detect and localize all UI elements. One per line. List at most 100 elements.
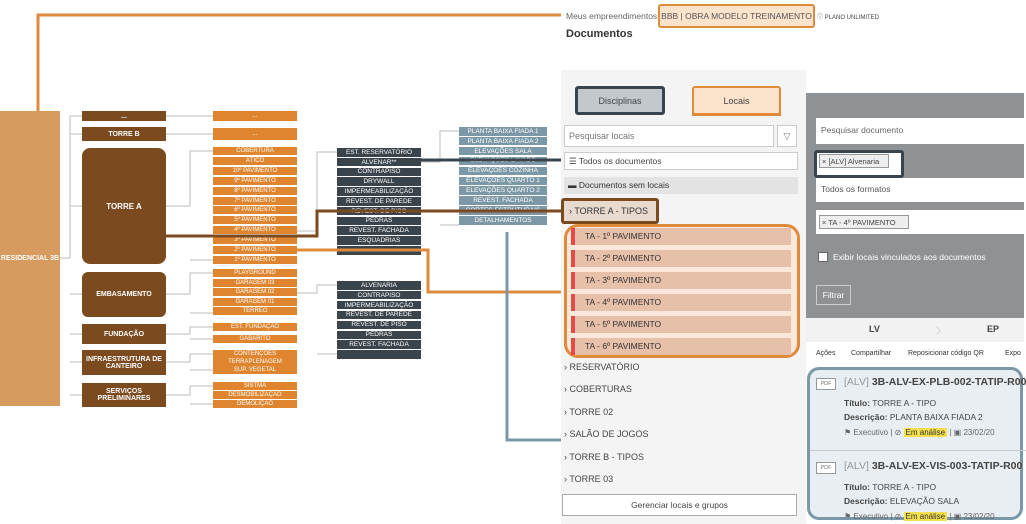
step-ep[interactable]: EP xyxy=(987,324,1000,334)
node-document: PLANTA BAIXA FIADA 2 xyxy=(459,136,547,146)
node-pavimento: 2º PAVIMENTO xyxy=(213,246,297,254)
group-no-loc[interactable]: ▬ Documentos sem locais xyxy=(564,177,798,194)
project-breadcrumb[interactable]: BBB | OBRA MODELO TREINAMENTO xyxy=(658,4,815,28)
action-share[interactable]: Compartilhar xyxy=(851,350,892,357)
pavimento-item[interactable]: TA - 2º PAVIMENTO xyxy=(571,250,791,267)
pavimento-item[interactable]: TA - 1º PAVIMENTO xyxy=(571,228,791,245)
node-infra-item: CONTENÇÕES xyxy=(213,350,297,358)
node-document: ELEVAÇÕES QUARTO 2 xyxy=(459,186,547,195)
node-disciplina: IMPERMEABILIZAÇÃO xyxy=(337,300,421,310)
doc-code[interactable]: [ALV] 3B-ALV-EX-VIS-003-TATIP-R00 xyxy=(844,460,1023,472)
steps-bar xyxy=(806,318,1024,342)
action-acoes[interactable]: Ações xyxy=(816,350,836,357)
tree-item[interactable]: › SALÃO DE JOGOS xyxy=(564,429,649,439)
node-torre-a: TORRE A xyxy=(82,148,166,264)
filter-button[interactable]: Filtrar xyxy=(816,285,851,305)
node-pavimento: 9º PAVIMENTO xyxy=(213,176,297,185)
pavimento-item[interactable]: TA - 6º PAVIMENTO xyxy=(571,338,791,355)
node-disciplina: PEDRAS xyxy=(337,330,421,339)
pdf-icon: PDF xyxy=(816,378,836,390)
doc-desc: Descrição: ELEVAÇÃO SALA xyxy=(844,496,960,506)
tree-item[interactable]: › COBERTURAS xyxy=(564,384,632,394)
action-qr[interactable]: Reposicionar código QR xyxy=(908,350,984,357)
tree-lines xyxy=(60,115,459,405)
node-pavimento: COBERTURA xyxy=(213,147,297,155)
node-disciplina: REVEST. DE PAREDE xyxy=(337,197,421,206)
node-embasamento-item: GARAGEM 01 xyxy=(213,297,297,306)
node-infra: INFRAESTRUTURA DE CANTEIRO xyxy=(82,350,166,375)
tree-item[interactable]: › TORRE 02 xyxy=(564,407,614,417)
breadcrumb[interactable]: Meus empreendimentos > xyxy=(566,11,665,21)
manage-locations-button[interactable]: Gerenciar locais e grupos xyxy=(562,494,797,516)
doc-title: Título: TORRE A - TIPO xyxy=(844,482,937,492)
node-pavimento: ÁTICO xyxy=(213,156,297,165)
node-embasamento-item: PLAYGROUND xyxy=(213,269,297,277)
pavimento-item[interactable]: TA - 5º PAVIMENTO xyxy=(571,316,791,333)
pavimento-item[interactable]: TA - 4º PAVIMENTO xyxy=(571,294,791,311)
chevron-right-icon: › xyxy=(935,319,942,341)
node-pavimento: 1º PAVIMENTO xyxy=(213,255,297,264)
node-embasamento-item: TÉRREO xyxy=(213,307,297,316)
search-input[interactable]: Pesquisar locais xyxy=(564,125,774,147)
node-disciplina: REVEST. DE PISO xyxy=(337,320,421,330)
node-document: ELEVAÇÕES COZINHA xyxy=(459,166,547,176)
divider xyxy=(810,450,1026,451)
node-pavimento: 4º PAVIMENTO xyxy=(213,226,297,235)
doc-search-input[interactable]: Pesquisar documento xyxy=(816,118,1024,144)
node-document: PLANTA BAIXA FIADA 1 xyxy=(459,127,547,136)
node-fundacao-item: GABARITO xyxy=(213,335,297,343)
tree-item-torre-a[interactable]: › TORRE A - TIPOS xyxy=(561,198,659,224)
tab-locais[interactable]: Locais xyxy=(692,86,781,115)
tag-alvenaria[interactable]: × [ALV] Alvenaria xyxy=(819,154,889,168)
plan-badge: ⓘ PLANO UNLIMITED xyxy=(817,15,880,21)
tree-item[interactable]: › RESERVATÓRIO xyxy=(564,362,640,372)
node-pavimento: 8º PAVIMENTO xyxy=(213,186,297,195)
tag-pavimento[interactable]: × TA - 4º PAVIMENTO xyxy=(819,215,909,229)
checkbox-linked[interactable] xyxy=(818,252,828,262)
node-disciplina: REVEST. DE PAREDE xyxy=(337,310,421,320)
node-disciplina: IMPERMEABILIZAÇÃO xyxy=(337,187,421,196)
node-l1: ... xyxy=(82,111,166,121)
node-disciplina: CONTRAPISO xyxy=(337,290,421,300)
node-fundacao-item: EST. FUNDAÇÃO xyxy=(213,323,297,331)
node-document: REVEST. FACHADA xyxy=(459,196,547,205)
node-torre-b: TORRE B xyxy=(82,127,166,141)
doc-desc: Descrição: PLANTA BAIXA FIADA 2 xyxy=(844,412,983,422)
tree-item[interactable]: › TORRE 03 xyxy=(564,474,614,484)
node-disciplina: EST. RESERVATÓRIO xyxy=(337,148,421,157)
app-panel: Meus empreendimentos > BBB | OBRA MODELO… xyxy=(561,0,1026,524)
node-top: ... xyxy=(213,111,297,121)
step-lv[interactable]: LV xyxy=(869,324,880,334)
tab-disciplinas[interactable]: Disciplinas xyxy=(575,86,665,115)
pavimentos-group xyxy=(564,224,800,358)
doc-title: Título: TORRE A - TIPO xyxy=(844,398,937,408)
pavimento-item[interactable]: TA - 3º PAVIMENTO xyxy=(571,272,791,289)
node-fundacao: FUNDAÇÃO xyxy=(82,324,166,344)
checkbox-label: Exibir locais vinculados aos documentos xyxy=(833,252,986,262)
node-document: ELEVAÇÕES SALA xyxy=(459,146,547,156)
node-pavimento: 6º PAVIMENTO xyxy=(213,206,297,215)
node-pavimento: 10º PAVIMENTO xyxy=(213,166,297,175)
tree-item[interactable]: › TORRE B - TIPOS xyxy=(564,452,645,462)
node-top: ... xyxy=(213,128,297,140)
node-disciplina: CONTRAPISO xyxy=(337,167,421,177)
pdf-icon: PDF xyxy=(816,462,836,474)
node-embasamento-item: GARAGEM 03 xyxy=(213,278,297,287)
doc-code[interactable]: [ALV] 3B-ALV-EX-PLB-002-TATIP-R00 xyxy=(844,376,1026,388)
doc-meta: ⚑ Executivo | ⊘ Em análise | ▣ 23/02/20 xyxy=(844,512,995,521)
node-disciplina: ALVENARIA xyxy=(337,281,421,290)
node-servicos-item: SISTMA xyxy=(213,382,297,390)
group-all[interactable]: ☰ Todos os documentos xyxy=(564,152,798,170)
action-export[interactable]: Expo xyxy=(1005,350,1021,357)
node-disciplina: ESQUADRIAS xyxy=(337,236,421,245)
node-disciplina: ALVENAR** xyxy=(337,157,421,167)
node-pavimento: 7º PAVIMENTO xyxy=(213,196,297,205)
node-disciplina: REVEST. FACHADA xyxy=(337,226,421,235)
format-select[interactable]: Todos os formatos xyxy=(816,178,1024,202)
node-pavimento: 3º PAVIMENTO xyxy=(213,236,297,245)
node-disciplina: PEDRAS xyxy=(337,216,421,226)
filter-icon[interactable]: ▽ xyxy=(777,125,797,147)
node-document: DETALHAMENTOS xyxy=(459,216,547,225)
